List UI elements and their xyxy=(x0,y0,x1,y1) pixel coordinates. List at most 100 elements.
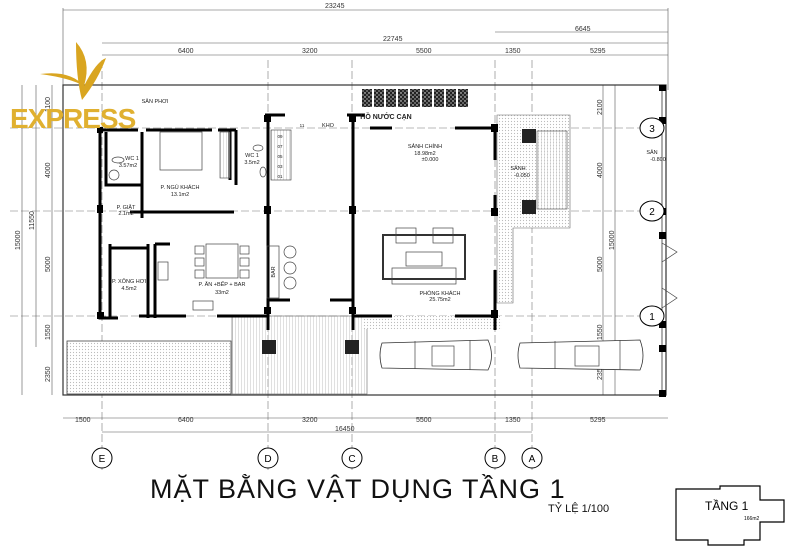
grid-bubble-b: B xyxy=(484,447,506,469)
porch-pillars xyxy=(262,129,536,354)
bar-label: BAR xyxy=(271,266,277,277)
room-label-main-hall: SẢNH CHÍNH xyxy=(408,143,442,150)
gate-icon xyxy=(661,242,678,263)
dim-top-4: 1350 xyxy=(505,48,521,55)
drawing-scale: TỶ LỆ 1/100 xyxy=(548,503,610,515)
sofa-set-icon xyxy=(382,234,466,280)
dim-bottom-5: 1350 xyxy=(505,417,521,424)
dim-bottom-2: 6400 xyxy=(178,417,194,424)
grid-bubble-1: 1 xyxy=(639,305,665,327)
room-area-dining-kitchen-bar: 33m2 xyxy=(215,290,229,296)
site-boundary xyxy=(62,84,667,396)
dim-left-4: 1550 xyxy=(45,324,52,340)
dim-right-5: 2350 xyxy=(597,364,604,380)
dim-top-overall: 23245 xyxy=(325,3,345,10)
grid-bubble-2: 2 xyxy=(639,200,665,222)
dry-pond xyxy=(362,89,468,107)
room-label-wc-1: WC 1 xyxy=(125,156,139,162)
level-lobby: -0.050 xyxy=(514,173,530,179)
sink-icon xyxy=(108,169,120,181)
dim-top-5: 5295 xyxy=(590,48,606,55)
wardrobe-icon xyxy=(219,131,231,179)
key-plan-label: TẦNG 1 xyxy=(705,498,749,513)
entry-steps xyxy=(536,130,568,210)
stair-step: 07 xyxy=(277,144,283,149)
grid-bubble-a: A xyxy=(521,447,543,469)
svg-text:C: C xyxy=(348,454,355,465)
svg-text:2: 2 xyxy=(649,207,655,218)
svg-text:EXPRESS: EXPRESS xyxy=(10,103,136,134)
stove-icon xyxy=(157,261,169,281)
dim-right-1: 2100 xyxy=(597,99,604,115)
svg-text:E: E xyxy=(99,454,106,465)
room-label-guest-bedroom: P. NGỦ KHÁCH xyxy=(160,184,199,191)
key-plan-area: 166m2 xyxy=(744,516,760,522)
dining-table-icon xyxy=(205,243,239,279)
grid-bubble-e: E xyxy=(91,447,113,469)
dim-top-secondary: 22745 xyxy=(383,36,403,43)
grid-bubble-c: C xyxy=(341,447,363,469)
dimension-lines xyxy=(21,8,669,433)
sofa-icon xyxy=(391,267,457,285)
gate-icon xyxy=(661,287,678,309)
dim-left-1: 1100 xyxy=(45,97,52,112)
room-label-lobby: SẢNH xyxy=(510,165,525,172)
kitchen-sink-icon xyxy=(192,300,214,311)
stair-step: 03 xyxy=(277,164,283,169)
svg-text:D: D xyxy=(264,454,271,465)
room-area-living-room: 25.75m2 xyxy=(429,297,450,303)
stair-step: 09 xyxy=(277,134,283,139)
bar-counter xyxy=(266,245,280,299)
room-label-dining-kitchen-bar: P. ĂN +BẾP + BAR xyxy=(199,281,246,288)
room-area-main-hall: 18.98m2 xyxy=(414,151,435,157)
svg-text:B: B xyxy=(492,454,499,465)
columns xyxy=(97,115,498,319)
bird-logo-icon xyxy=(40,42,106,100)
car-icon xyxy=(379,339,492,371)
dim-bottom-1: 1500 xyxy=(75,417,91,424)
room-label-laundry: P. GIẶT xyxy=(117,204,136,211)
dim-left-3: 5000 xyxy=(45,256,52,272)
room-label-storage: KHO xyxy=(322,123,335,129)
stair-step: 11 xyxy=(300,123,305,128)
coffee-table-icon xyxy=(405,251,443,267)
staircase xyxy=(270,129,292,181)
room-label-wc-2: WC 1 xyxy=(245,153,259,159)
dim-top-3: 5500 xyxy=(416,48,432,55)
terrace xyxy=(362,316,502,329)
grid-bubble-d: D xyxy=(257,447,279,469)
dim-top-2: 3200 xyxy=(302,48,318,55)
room-area-laundry: 2.1m2 xyxy=(118,211,133,217)
dim-left-5: 2350 xyxy=(45,366,52,382)
furniture xyxy=(108,129,568,311)
sink-icon xyxy=(259,166,267,178)
bar-stool-icon xyxy=(283,245,297,259)
room-label-dry-pond: HỒ NƯỚC CẠN xyxy=(360,111,411,121)
dim-bottom-overall: 16450 xyxy=(335,426,355,433)
dim-right-overall: 15000 xyxy=(609,230,616,250)
svg-text:1: 1 xyxy=(649,312,655,323)
dim-right-2: 4000 xyxy=(597,162,604,178)
grid-bubble-3: 3 xyxy=(639,117,665,139)
room-area-wc-2: 3.5m2 xyxy=(244,160,259,166)
stair-step: 01 xyxy=(277,174,283,179)
bed-icon xyxy=(159,131,203,171)
car-icon xyxy=(517,339,644,371)
room-label-sauna: P. XÔNG HƠI xyxy=(112,278,146,285)
svg-text:A: A xyxy=(529,454,536,465)
dim-bottom-6: 5295 xyxy=(590,417,606,424)
key-plan: TẦNG 1 166m2 xyxy=(675,485,785,546)
dim-left-2: 4000 xyxy=(45,162,52,178)
room-area-wc-1: 3.57m2 xyxy=(119,163,137,169)
garden-yard xyxy=(66,340,232,395)
dim-left-overall: 15000 xyxy=(15,230,22,250)
drawing-title: MẶT BẰNG VẬT DỤNG TẦNG 1 xyxy=(150,474,566,504)
level-main-hall: ±0.000 xyxy=(422,157,439,163)
dim-top-right: 6645 xyxy=(575,26,591,33)
toilet-icon xyxy=(111,156,125,164)
room-area-guest-bedroom: 13.1m2 xyxy=(171,192,189,198)
express-logo: EXPRESS xyxy=(10,42,137,134)
svg-text:3: 3 xyxy=(649,124,655,135)
room-label-drying-yard: SÂN PHƠI xyxy=(142,98,169,105)
dim-bottom-3: 3200 xyxy=(302,417,318,424)
